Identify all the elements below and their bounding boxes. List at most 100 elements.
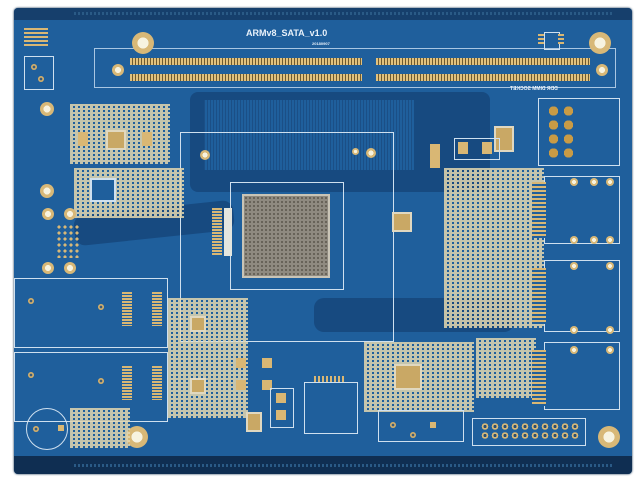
connector-pads-right-3 [532,350,546,406]
cpu-via-hole-2 [366,148,376,158]
inductor-pad [142,132,152,146]
dimm-socket-label: DDR DIMM SOCKET [510,86,558,92]
jumper-block-outline [378,410,464,442]
via [98,304,104,310]
left-mounting-hole-2 [40,184,54,198]
sd-card-pins [314,376,346,382]
mounting-hole-m5 [589,32,611,54]
mounting-hole-m6 [126,426,148,448]
qfn-chip-lower-2 [190,378,206,394]
usb-hub-qfn [394,364,422,390]
cpu-via-hole-3 [352,148,359,155]
via [606,236,614,244]
dimm-key-hole-left [112,64,124,76]
dsub-pin-field [56,224,80,258]
dimm-traces [204,100,414,170]
via [590,236,598,244]
jumper-pin [390,422,396,428]
mounting-hole-m4 [132,32,154,54]
inductor-pad [262,358,272,368]
dimm-fingers-row2-left [130,74,362,81]
right-lower-smd-cluster [476,338,536,398]
via [570,346,578,354]
dsub-mount-hole [64,262,76,274]
cpu-via-hole-1 [200,150,210,160]
eeprom-pads [558,34,564,44]
crystal-outline [454,138,500,160]
inductor-pad [262,380,272,390]
termination-resistor-array [212,208,222,256]
sd-card-footprint [304,382,358,434]
crystal-pad [458,142,468,154]
connector-pads-right-2 [532,268,546,324]
via [570,262,578,270]
connector-pads [122,292,132,326]
board-title: ARMv8_SATA_v1.0 [246,28,328,38]
via [28,372,34,378]
connector-pads [152,366,162,400]
ethernet-pads [546,104,576,160]
via [570,236,578,244]
usb-connector-pads [24,28,48,46]
dimm-key-hole-right [596,64,608,76]
connector-via [38,76,44,82]
battery-pad-square [58,425,64,431]
via [606,262,614,270]
connector-pads [152,292,162,326]
right-connector-footprint-2 [544,260,620,332]
dsub-mount-hole [64,208,76,220]
pcb-board: ARMv8_SATA_v1.0 20180907 DDR DIMM SOCKET [14,8,632,474]
eeprom-pads [538,34,544,44]
right-smd-cluster [444,168,544,328]
via [606,326,614,334]
inductor-pad [236,380,246,390]
soic-chip [246,412,262,432]
center-smd-cluster [168,298,248,418]
ldo-outline [90,178,116,202]
edge-perforation-bottom [74,464,612,467]
inductor-pad [78,132,88,146]
pin-header-outline [472,418,586,446]
connector-pads-right-1 [532,182,546,238]
via [606,346,614,354]
qfn-chip-right-of-cpu [392,212,412,232]
board-date-code: 20180907 [312,41,330,46]
jumper-pin-square [430,422,436,428]
dimm-fingers-row1-right [376,58,590,65]
connector-pads [122,366,132,400]
cpu-keepout-outline [180,132,394,342]
inductor-outline [270,388,294,428]
ethernet-magnetics-outline [538,98,620,166]
dimm-slot-outline [94,48,616,88]
qfn-chip-lower-1 [190,316,206,332]
left-mounting-hole [40,102,54,116]
battery-holder-outline [26,408,68,450]
dsub-mount-hole [42,262,54,274]
inductor-pad [276,393,286,403]
termination-array-2 [224,208,232,256]
dsub-mount-hole [42,208,54,220]
dimm-fingers-row1-left [130,58,362,65]
rtc-smd-cluster [70,408,130,448]
jumper-pin [410,432,416,438]
battery-pad [33,426,39,432]
via [570,326,578,334]
via [590,178,598,186]
via [570,178,578,186]
pin-header-2x10 [480,422,580,440]
via [606,178,614,186]
pmic-qfn [106,130,126,150]
inductor-pad [236,358,246,368]
edge-perforation-top [74,12,612,15]
inductor-pad [276,410,286,420]
dimm-fingers-row2-right [376,74,590,81]
mounting-hole-m7 [598,426,620,448]
cpu-bga-footprint [242,194,330,278]
capacitor-pad [430,144,440,168]
crystal-pad [482,142,492,154]
via [28,298,34,304]
connector-via [31,64,37,70]
right-connector-footprint-1 [544,176,620,244]
sata-footprint-left-1 [14,278,168,348]
connector-outline-left [24,56,54,90]
